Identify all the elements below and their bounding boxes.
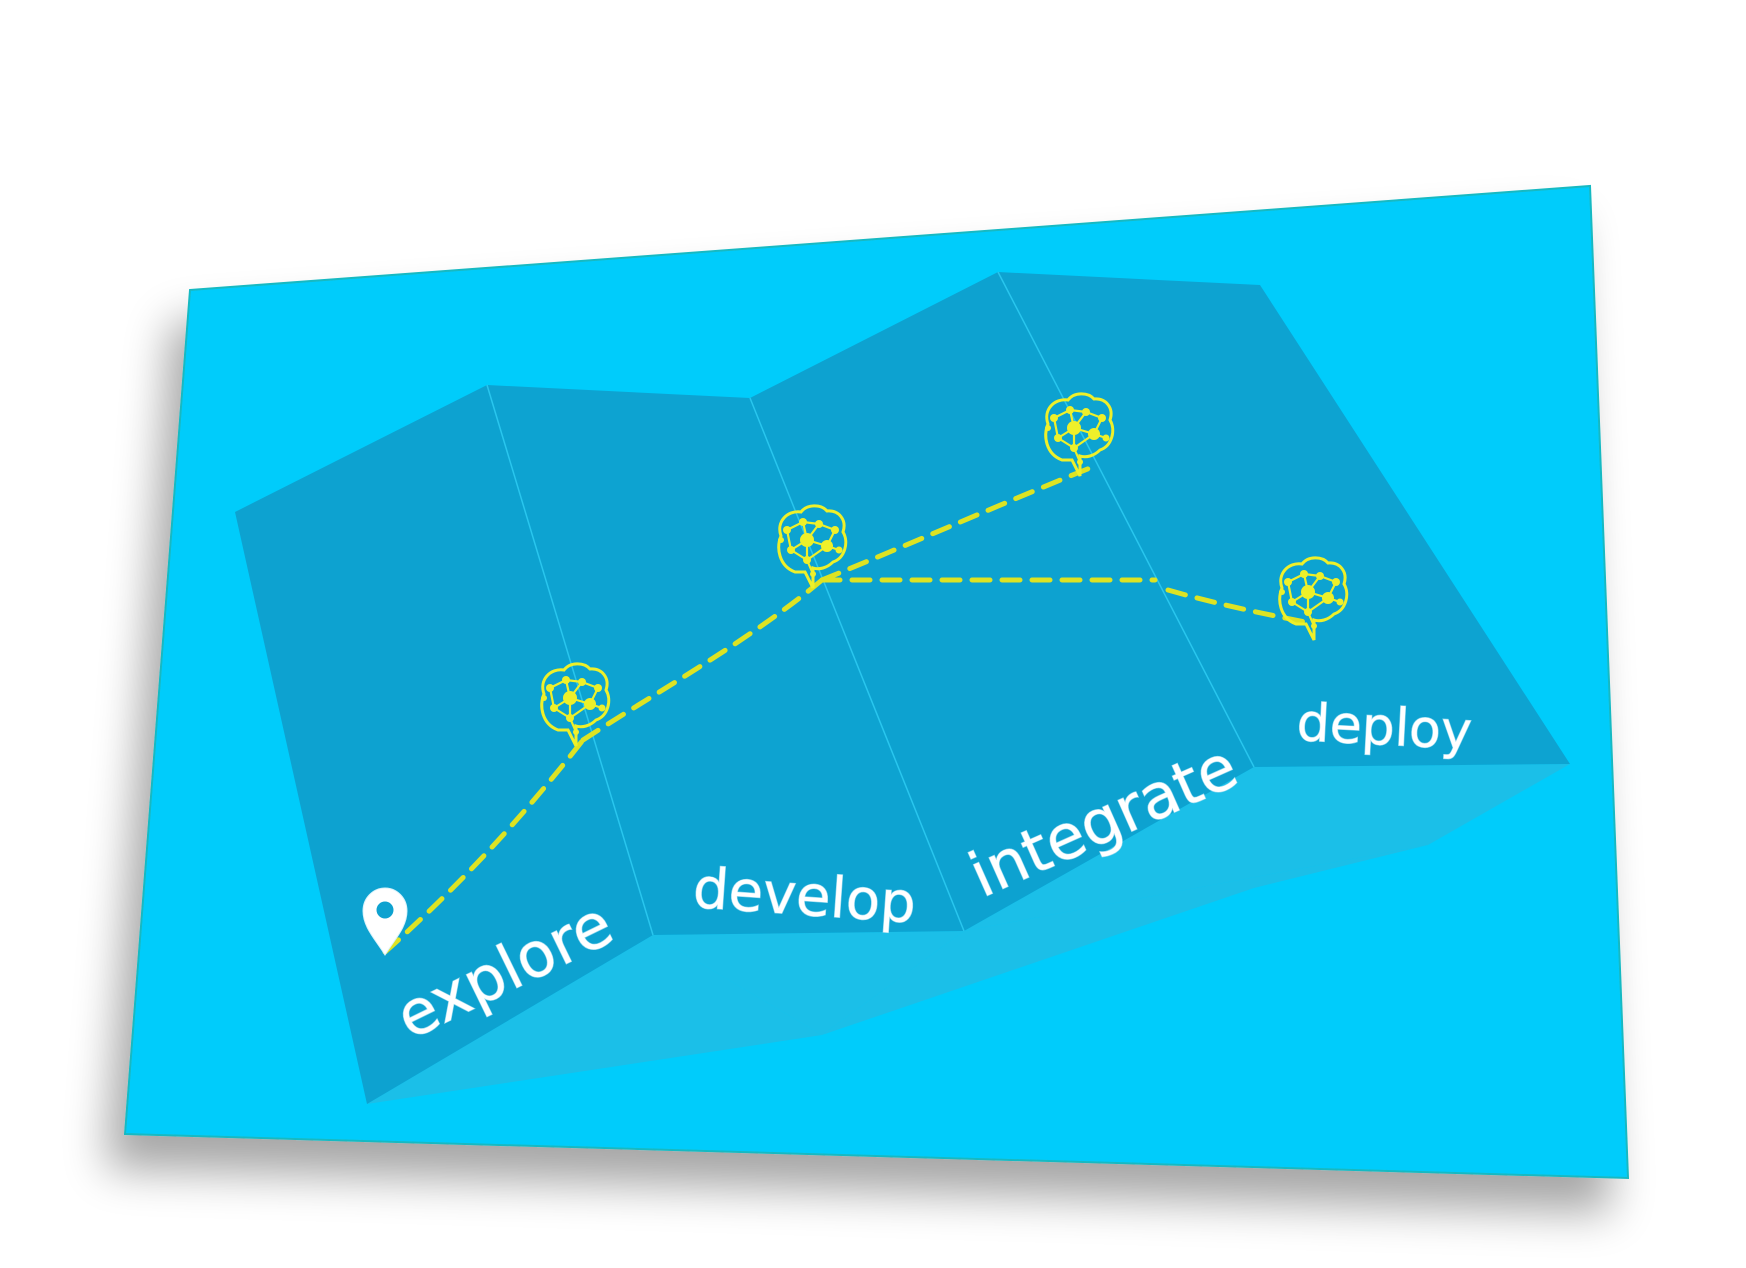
map-panel-2 <box>487 385 964 935</box>
fold-side-1 <box>367 935 822 1104</box>
label-deploy: deploy <box>1295 693 1473 762</box>
location-pin-icon <box>362 887 408 956</box>
label-develop: develop <box>691 856 918 936</box>
route-path <box>382 465 1308 955</box>
fold-side-3 <box>964 764 1570 931</box>
route-segment-develop <box>580 577 825 743</box>
fold-side-2 <box>653 931 964 1035</box>
route-segment-explore <box>382 737 586 955</box>
map-panel-1 <box>235 385 653 1104</box>
route-segment-integrate <box>819 465 1093 583</box>
route-segment-deploy <box>1165 587 1308 625</box>
map-panel-3 <box>750 272 1254 931</box>
folded-map <box>235 271 1570 1104</box>
map-panel-4 <box>998 272 1570 767</box>
